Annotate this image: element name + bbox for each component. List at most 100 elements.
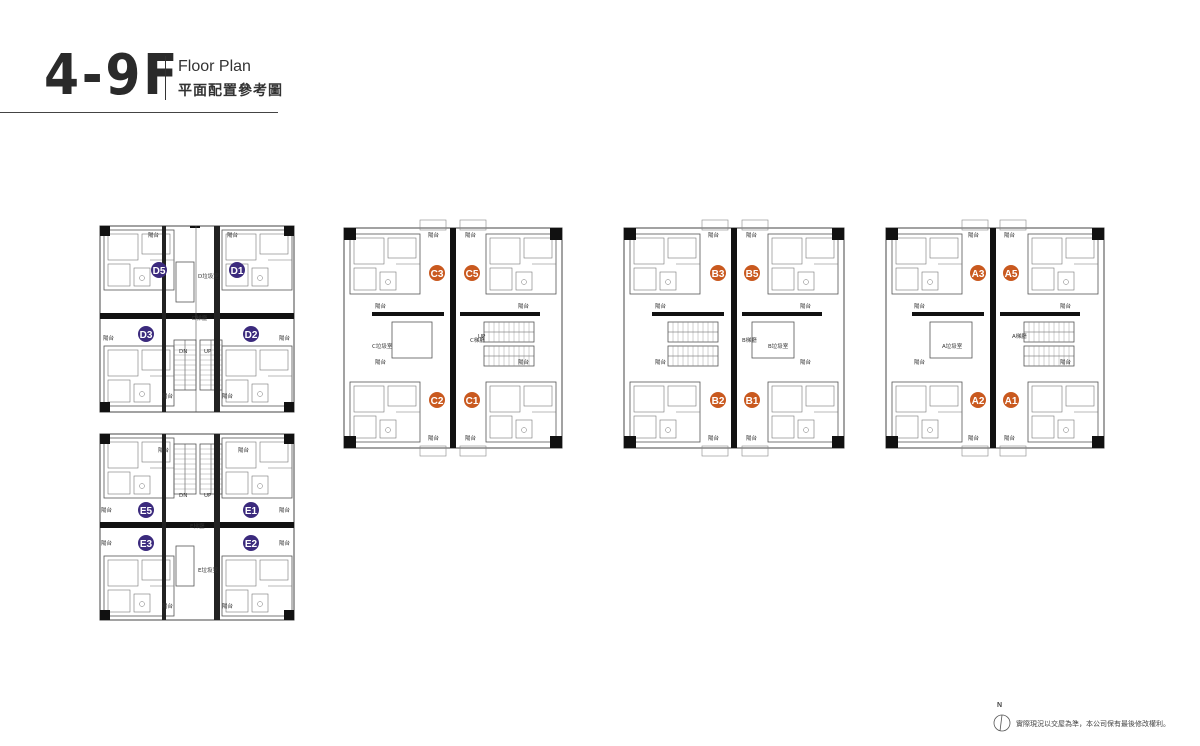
- unit-badge-d1: [229, 262, 245, 278]
- unit-badge-d5: [151, 262, 167, 278]
- unit-badge-b1: [744, 392, 760, 408]
- balcony-label: 陽台: [746, 231, 758, 239]
- north-arrow-icon: [993, 714, 1011, 732]
- unit-label-b3: B3: [712, 269, 725, 280]
- unit-badge-a3: [970, 265, 986, 281]
- unit-label-d3: D3: [140, 330, 153, 341]
- balcony-label: 陽台: [465, 231, 477, 239]
- title-english: Floor Plan: [178, 58, 251, 75]
- unit-label-a1: A1: [1005, 396, 1018, 407]
- balcony-label: 陽台: [1060, 358, 1072, 366]
- balcony-label: 陽台: [655, 358, 667, 366]
- e-lobby-label: E梯廳: [190, 522, 205, 530]
- building-b: [623, 219, 845, 457]
- e-trash-label: E垃圾室: [198, 566, 218, 574]
- balcony-label: 陽台: [238, 446, 250, 454]
- c-lobby-label: C梯廳: [470, 336, 485, 344]
- balcony-label: 陽台: [655, 302, 667, 310]
- unit-badge-e3: [138, 535, 154, 551]
- unit-label-d1: D1: [231, 266, 244, 277]
- balcony-label: 陽台: [708, 231, 720, 239]
- unit-badge-a1: [1003, 392, 1019, 408]
- unit-badge-c3: [429, 265, 445, 281]
- unit-badge-c1: [464, 392, 480, 408]
- balcony-label: 陽台: [465, 434, 477, 442]
- disclaimer: 實際現況以交屋為準，本公司保有最後修改權利。: [1016, 720, 1170, 728]
- balcony-label: 陽台: [103, 334, 115, 342]
- balcony-label: 陽台: [375, 358, 387, 366]
- balcony-label: 陽台: [279, 506, 291, 514]
- balcony-label: 陽台: [800, 358, 812, 366]
- balcony-label: 陽台: [1004, 434, 1016, 442]
- header-rule: [0, 112, 278, 113]
- building-a: [885, 219, 1105, 457]
- unit-label-e1: E1: [245, 506, 258, 517]
- b-trash-label: B垃圾室: [768, 342, 789, 350]
- balcony-label: 陽台: [914, 358, 926, 366]
- floor-label: 4-9F: [44, 43, 181, 108]
- unit-badge-a2: [970, 392, 986, 408]
- b-lobby-label: B梯廳: [742, 336, 757, 344]
- balcony-label: 陽台: [518, 302, 530, 310]
- balcony-label: 陽台: [158, 446, 170, 454]
- unit-badge-c2: [429, 392, 445, 408]
- title-chinese: 平面配置參考圖: [178, 83, 283, 99]
- a-trash-label: A垃圾室: [942, 342, 963, 350]
- balcony-label: 陽台: [222, 392, 234, 400]
- up-label: UP: [204, 493, 212, 499]
- balcony-label: 陽台: [708, 434, 720, 442]
- header-divider: [165, 56, 166, 100]
- compass-north-label: N: [997, 702, 1003, 709]
- d-lobby-label: D梯廳: [192, 314, 208, 322]
- building-c: [343, 219, 563, 457]
- unit-badge-d2: [243, 326, 259, 342]
- unit-label-c2: C2: [431, 396, 444, 407]
- dn-label: DN: [179, 493, 187, 499]
- balcony-label: 陽台: [428, 231, 440, 239]
- balcony-label: 陽台: [101, 506, 113, 514]
- balcony-label: 陽台: [428, 434, 440, 442]
- up-label: UP: [478, 334, 486, 340]
- unit-label-b1: B1: [746, 396, 759, 407]
- unit-badge-a5: [1003, 265, 1019, 281]
- unit-label-a2: A2: [972, 396, 985, 407]
- balcony-label: 陽台: [222, 602, 234, 610]
- unit-badge-e2: [243, 535, 259, 551]
- unit-label-c5: C5: [466, 269, 479, 280]
- unit-badge-d3: [138, 326, 154, 342]
- balcony-label: 陽台: [375, 302, 387, 310]
- balcony-label: 陽台: [914, 302, 926, 310]
- c-trash-label: C垃圾室: [372, 342, 393, 350]
- balcony-label: 陽台: [800, 302, 812, 310]
- up-label: UP: [204, 349, 212, 355]
- unit-label-e5: E5: [140, 506, 153, 517]
- balcony-label: 陽台: [279, 539, 291, 547]
- unit-label-c1: C1: [466, 396, 479, 407]
- unit-label-a5: A5: [1005, 269, 1018, 280]
- balcony-label: 陽台: [148, 231, 160, 239]
- balcony-label: 陽台: [162, 602, 174, 610]
- unit-badge-b2: [710, 392, 726, 408]
- unit-badge-e5: [138, 502, 154, 518]
- balcony-label: 陽台: [968, 231, 980, 239]
- balcony-label: 陽台: [1060, 302, 1072, 310]
- header: 4-9F Floor Plan 平面配置參考圖: [0, 0, 1200, 120]
- unit-label-b5: B5: [746, 269, 759, 280]
- balcony-label: 陽台: [518, 358, 530, 366]
- building-d: [99, 225, 295, 413]
- balcony-label: 陽台: [279, 334, 291, 342]
- unit-label-c3: C3: [431, 269, 444, 280]
- room-labels: 陽台 陽台 D垃圾室 D梯廳 陽台 陽台 陽台 陽台 DN UP 陽台 陽台 陽…: [101, 231, 1072, 610]
- unit-label-e2: E2: [245, 539, 258, 550]
- unit-label-d2: D2: [245, 330, 258, 341]
- unit-badge-c5: [464, 265, 480, 281]
- unit-label-b2: B2: [712, 396, 725, 407]
- balcony-label: 陽台: [968, 434, 980, 442]
- balcony-label: 陽台: [101, 539, 113, 547]
- unit-badge-b3: [710, 265, 726, 281]
- dn-label: DN: [179, 349, 187, 355]
- unit-label-d5: D5: [153, 266, 166, 277]
- unit-label-a3: A3: [972, 269, 985, 280]
- balcony-label: 陽台: [227, 231, 239, 239]
